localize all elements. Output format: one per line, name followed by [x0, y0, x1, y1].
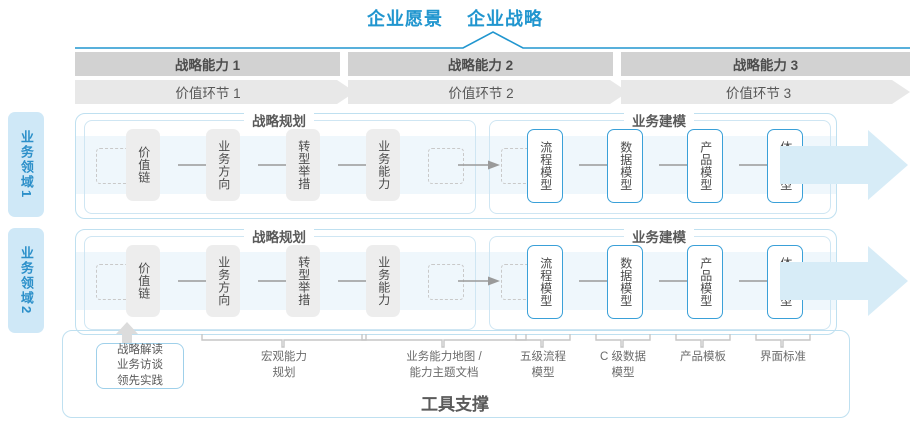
row-1-modeling-title: 业务建模 — [624, 110, 694, 130]
row-2-planning-title: 战略规划 — [244, 226, 314, 246]
tool-up-arrow-icon — [116, 322, 138, 348]
tool-first-line-1: 战略解读 — [117, 343, 163, 356]
row-1-planning-title: 战略规划 — [244, 110, 314, 130]
row-1-arrow-4 — [458, 160, 500, 170]
row-2-modeling-title: 业务建模 — [624, 226, 694, 246]
value-stage-2[interactable]: 价值环节 2 — [348, 80, 628, 104]
capability-bar-2[interactable]: 战略能力 2 — [348, 52, 613, 76]
value-stage-row: 价值环节 1 价值环节 2 价值环节 3 — [75, 80, 910, 104]
brace-data-model — [595, 334, 651, 348]
tool-first-box[interactable]: 战略解读 业务访谈 领先实践 — [96, 343, 184, 389]
row-2-planning-node-2[interactable]: 业务方向 — [206, 245, 240, 317]
row-1-modeling-node-1[interactable]: 流程模型 — [527, 129, 563, 203]
value-stage-1[interactable]: 价值环节 1 — [75, 80, 355, 104]
brace-product-template — [675, 334, 731, 348]
business-domain-row-2: 战略规划 业务建模 价值链 业务方向 转型举措 业务能力 流程模型 数据模型 产… — [75, 226, 837, 335]
domain-tab-1-label: 业务领域1 — [18, 129, 34, 200]
tool-label-data-model: C 级数据 模型 — [600, 351, 646, 379]
domain-tab-2[interactable]: 业务领域2 — [8, 228, 44, 333]
strategy-connector-line — [75, 31, 910, 49]
row-2-modeling-node-3[interactable]: 产品模型 — [687, 245, 723, 319]
tool-support-title: 工具支撑 — [421, 395, 489, 414]
value-stage-1-label: 价值环节 1 — [175, 86, 241, 101]
enterprise-vision-title: 企业愿景 — [367, 9, 443, 29]
capability-bar-row: 战略能力 1 战略能力 2 战略能力 3 — [75, 52, 910, 76]
business-domain-row-1: 战略规划 业务建模 价值链 业务方向 转型举措 业务能力 流程模型 数据模型 产… — [75, 110, 837, 219]
brace-macro-capability — [201, 334, 367, 348]
tool-first-line-2: 业务访谈 — [117, 359, 163, 372]
value-stage-2-label: 价值环节 2 — [448, 86, 514, 101]
row-2-modeling-node-2[interactable]: 数据模型 — [607, 245, 643, 319]
capability-bar-1-label: 战略能力 1 — [174, 58, 241, 73]
row-2-arrow-4 — [458, 276, 500, 286]
row-2-planning-node-3[interactable]: 转型举措 — [286, 245, 320, 317]
domain-tab-1[interactable]: 业务领域1 — [8, 112, 44, 217]
row-1-modeling-node-3[interactable]: 产品模型 — [687, 129, 723, 203]
capability-bar-2-label: 战略能力 2 — [447, 58, 514, 73]
value-stage-3[interactable]: 价值环节 3 — [621, 80, 910, 104]
top-title-group: 企业愿景 企业战略 — [0, 4, 910, 32]
row-2-planning-node-1[interactable]: 价值链 — [126, 245, 160, 317]
row-2-planning-node-4[interactable]: 业务能力 — [366, 245, 400, 317]
brace-capability-map — [361, 334, 527, 348]
tool-label-process-model: 五级流程 模型 — [520, 351, 566, 379]
row-2-modeling-node-1[interactable]: 流程模型 — [527, 245, 563, 319]
row-1-planning-node-3[interactable]: 转型举措 — [286, 129, 320, 201]
tool-label-macro-capability: 宏观能力 规划 — [261, 351, 307, 379]
brace-process-model — [515, 334, 571, 348]
row-1-planning-node-4[interactable]: 业务能力 — [366, 129, 400, 201]
tool-first-line-3: 领先实践 — [117, 374, 163, 387]
tool-support-container — [62, 330, 850, 418]
capability-bar-3-label: 战略能力 3 — [732, 58, 799, 73]
domain-tab-2-label: 业务领域2 — [18, 245, 34, 316]
row-2-ghost-mid-a — [428, 264, 464, 300]
row-1-ghost-mid-a — [428, 148, 464, 184]
value-stage-3-label: 价值环节 3 — [725, 86, 792, 101]
brace-ui-standard — [755, 334, 811, 348]
row-1-modeling-node-2[interactable]: 数据模型 — [607, 129, 643, 203]
row-1-flow-arrow — [780, 130, 908, 200]
capability-bar-3[interactable]: 战略能力 3 — [621, 52, 910, 76]
row-1-planning-node-2[interactable]: 业务方向 — [206, 129, 240, 201]
tool-label-ui-standard: 界面标准 — [760, 351, 806, 363]
capability-bar-1[interactable]: 战略能力 1 — [75, 52, 340, 76]
row-2-flow-arrow — [780, 246, 908, 316]
tool-label-capability-map: 业务能力地图 / 能力主题文档 — [406, 351, 482, 379]
row-1-planning-node-1[interactable]: 价值链 — [126, 129, 160, 201]
enterprise-strategy-title: 企业战略 — [467, 9, 543, 29]
tool-label-product-template: 产品模板 — [680, 351, 726, 363]
